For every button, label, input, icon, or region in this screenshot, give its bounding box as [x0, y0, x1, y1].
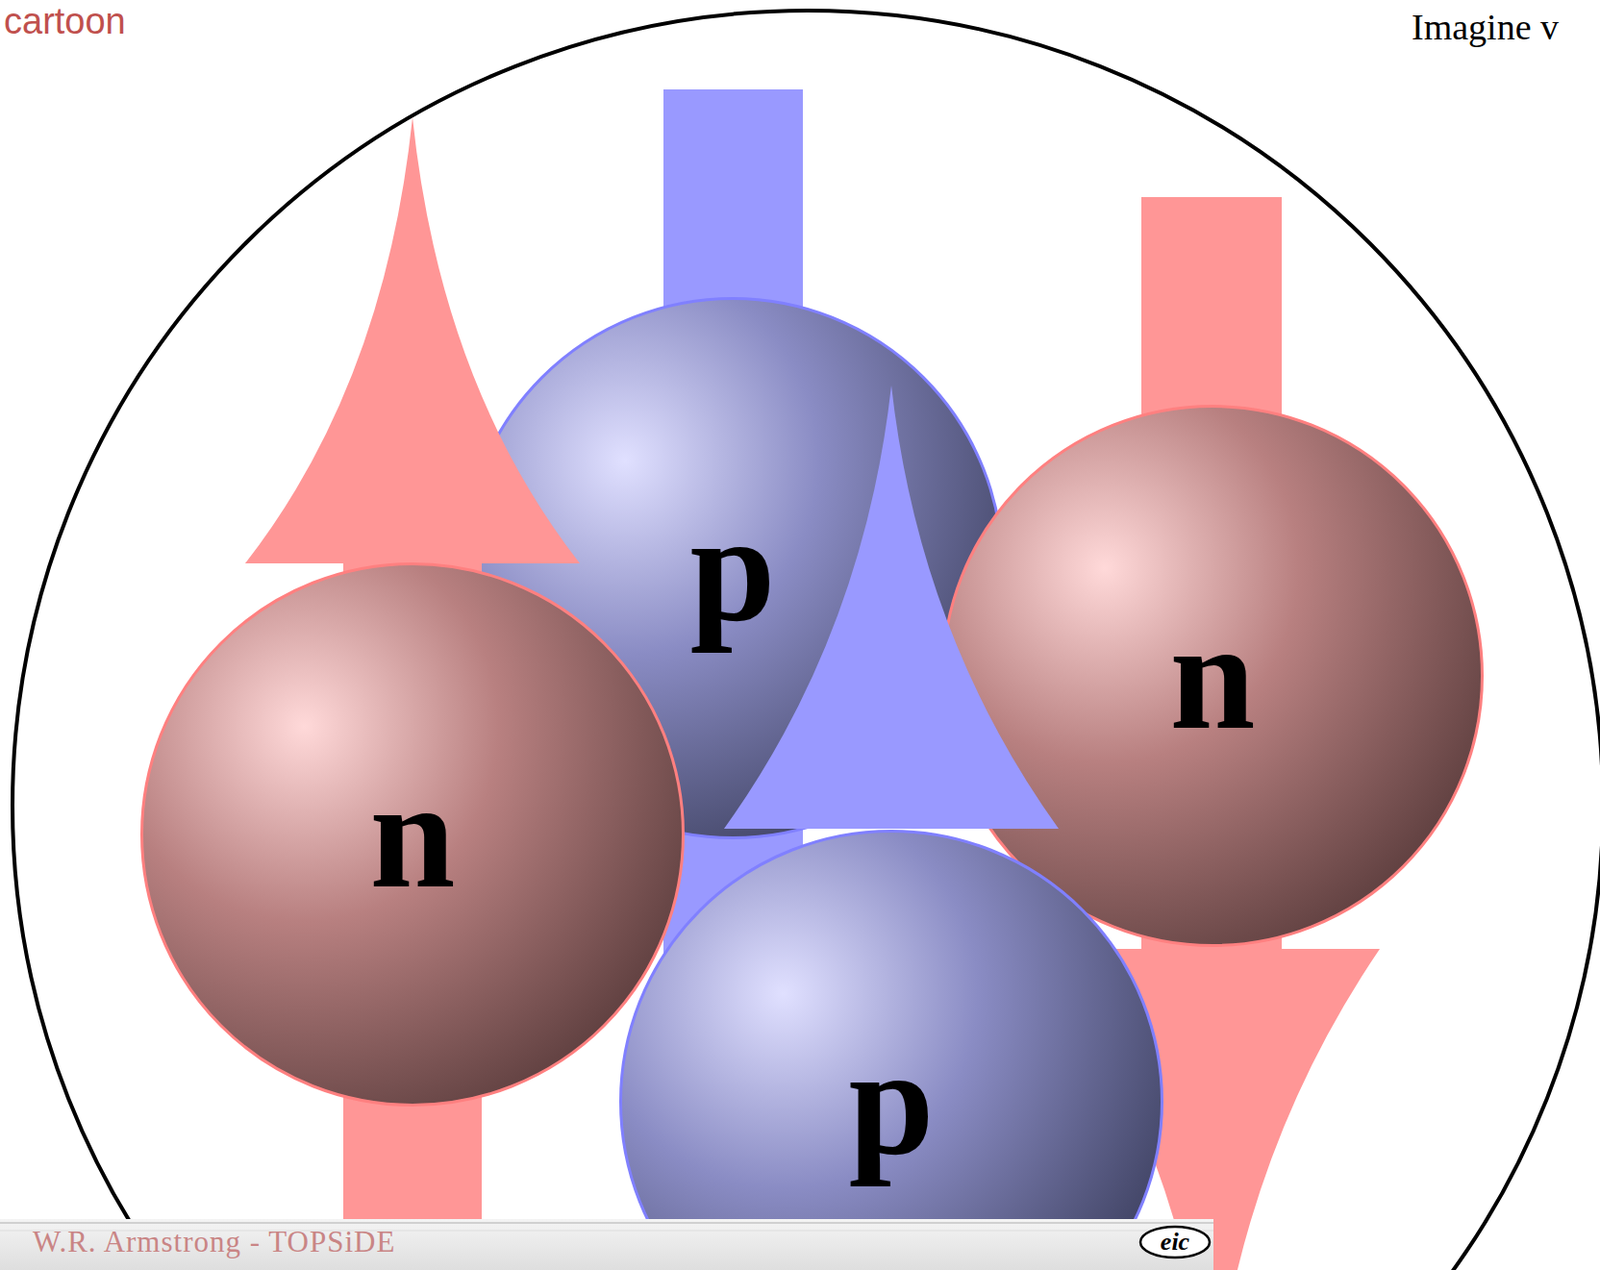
nucleon-sphere: n — [140, 562, 685, 1107]
nucleon-letter: p — [690, 491, 776, 646]
logo-ellipse — [1140, 1226, 1210, 1258]
footer-author: W.R. Armstrong - TOPSiDE — [32, 1225, 396, 1259]
nucleon-letter: p — [849, 1025, 935, 1179]
nucleon-letter: n — [1170, 599, 1256, 753]
nucleon-letter: n — [370, 757, 456, 912]
nucleon-sphere: p — [619, 829, 1164, 1270]
logo-text: eic — [1160, 1228, 1190, 1257]
nucleus-outline — [12, 10, 1600, 1270]
slide-text: Imagine v — [1411, 7, 1559, 49]
slide-heading: cartoon — [3, 1, 126, 43]
